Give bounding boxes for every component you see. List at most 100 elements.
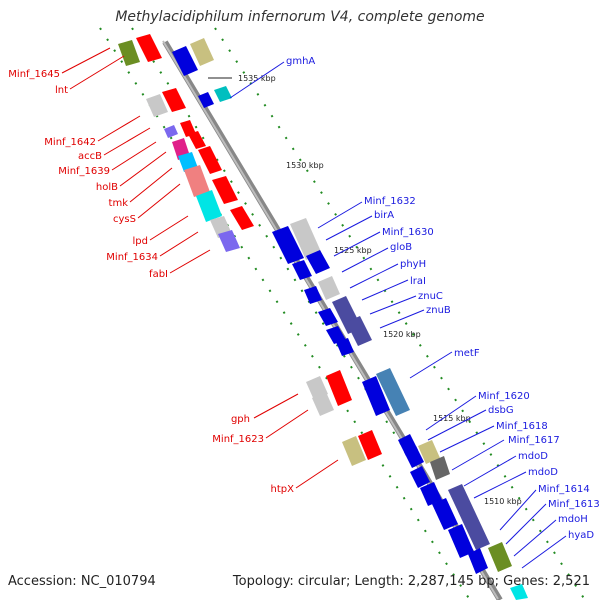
gene-hyad-c: [510, 584, 528, 600]
right-gene-labels: gmhA Minf_1632 birA Minf_1630 gloB phyH …: [229, 56, 600, 569]
label-metf: metF: [454, 348, 480, 359]
leader-line: [361, 279, 409, 301]
gene-dsbg: [404, 446, 424, 468]
label-dsbg: dsbG: [488, 405, 514, 416]
leader-line: [253, 393, 299, 419]
label-minf1632: Minf_1632: [364, 196, 416, 207]
tick-1530: 1530 kbp: [286, 161, 324, 170]
label-lrai: lraI: [410, 276, 426, 287]
leader-line: [379, 309, 425, 329]
label-cyss: cysS: [113, 214, 136, 225]
leader-line: [463, 455, 517, 487]
gene-fabi-b: [218, 230, 240, 252]
label-hyad: hyaD: [568, 530, 594, 541]
label-gph: gph: [231, 414, 250, 425]
gene-mdoh: [448, 524, 474, 558]
leader-line: [317, 201, 363, 229]
gene-minf1645: [118, 40, 140, 66]
leader-line: [229, 61, 285, 99]
kbp-ticks: 1535 kbp 1530 kbp 1525 kbp 1520 kbp 1515…: [208, 74, 522, 506]
leader-line: [97, 115, 141, 142]
gene-minf1634: [196, 190, 222, 222]
gene-tmk: [188, 131, 206, 149]
leader-line: [451, 439, 505, 471]
gene-lpd: [184, 165, 210, 197]
leader-line: [499, 489, 537, 531]
label-htpx: htpX: [271, 484, 295, 495]
label-fabi: fabI: [149, 269, 168, 280]
gene-znub-c: [326, 326, 346, 344]
gene-minf1617: [430, 456, 450, 480]
gene-gmha-a: [172, 46, 198, 76]
leader-line: [119, 151, 167, 187]
gene-mdod-a: [410, 466, 430, 488]
label-minf1620: Minf_1620: [478, 391, 530, 402]
leader-line: [129, 167, 173, 203]
leader-line: [427, 409, 487, 441]
label-mdoh: mdoH: [558, 514, 588, 525]
gene-holb: [180, 120, 196, 137]
gene-fabi-r: [230, 206, 254, 230]
leader-line: [425, 395, 477, 431]
leader-line: [149, 215, 189, 241]
label-minf1630: Minf_1630: [382, 227, 434, 238]
gene-cyss-b: [178, 152, 198, 172]
label-minf1618: Minf_1618: [496, 421, 548, 432]
accession: Accession: NC_010794: [8, 574, 156, 589]
dashed-guide-line: [214, 27, 586, 600]
gene-htpx: [342, 436, 366, 466]
gene-bira: [290, 218, 322, 260]
leader-line: [409, 351, 453, 379]
tick-1535: 1535 kbp: [238, 74, 276, 83]
leader-line: [513, 519, 557, 557]
tick-1515: 1515 kbp: [433, 414, 471, 423]
gene-metf-b: [376, 368, 410, 416]
gene-lnt: [136, 34, 162, 62]
leader-line: [473, 471, 527, 499]
gene-gmha-b: [190, 38, 214, 66]
gene-minf1634-r: [212, 176, 238, 204]
gene-gph-r: [326, 370, 352, 406]
label-minf1613: Minf_1613: [548, 499, 600, 510]
tick-1525: 1525 kbp: [334, 246, 372, 255]
label-lpd: lpd: [133, 236, 148, 247]
gene-hyad-b: [468, 548, 488, 574]
gene-hyad-a: [488, 542, 512, 572]
gene-minf1613: [432, 498, 458, 530]
gene-minf1642: [146, 94, 168, 117]
label-mdod-1: mdoD: [518, 451, 548, 462]
gene-mdod-b: [420, 482, 442, 506]
left-gene-labels: Minf_1645 lnt Minf_1642 accB Minf_1639 h…: [8, 47, 339, 495]
leader-line: [295, 459, 339, 489]
gene-minf1618: [418, 440, 440, 464]
label-minf1614: Minf_1614: [538, 484, 590, 495]
leader-line: [265, 409, 309, 439]
leader-line: [333, 231, 381, 257]
gene-minf1630: [306, 250, 330, 274]
gene-gmha-c: [198, 92, 214, 108]
gene-lpd-r: [198, 146, 222, 174]
gene-gmha-d: [214, 86, 232, 102]
gene-minf1623: [312, 392, 334, 416]
leader-line: [159, 231, 199, 257]
label-minf1623: Minf_1623: [212, 434, 264, 445]
label-minf1617: Minf_1617: [508, 435, 560, 446]
gene-accb: [162, 88, 186, 112]
leader-line: [349, 263, 399, 289]
label-tmk: tmk: [109, 198, 129, 209]
gene-glyphs: [118, 34, 528, 600]
leader-line: [325, 215, 373, 241]
label-accb: accB: [78, 151, 102, 162]
leader-line: [341, 247, 389, 273]
genome-title: Methylacidiphilum infernorum V4, complet…: [115, 9, 485, 25]
label-glob: gloB: [390, 242, 412, 253]
tick-1520: 1520 kbp: [383, 330, 421, 339]
label-znuc: znuC: [418, 291, 443, 302]
label-minf1639: Minf_1639: [58, 166, 110, 177]
label-phyh: phyH: [400, 259, 426, 270]
label-holb: holB: [96, 182, 118, 193]
gene-metf-a: [362, 376, 390, 416]
gene-phyh: [318, 276, 340, 300]
